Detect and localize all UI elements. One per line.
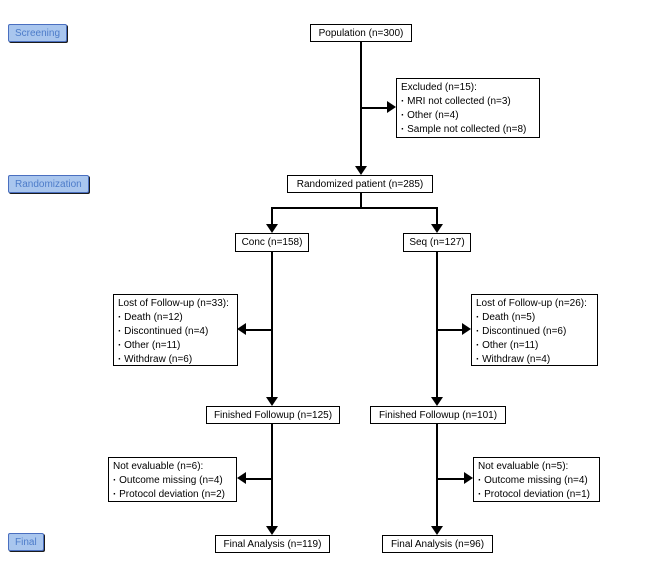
connector-seq-finished <box>436 252 438 397</box>
box-not-evaluable-left: Not evaluable (n=6): Outcome missing (n=… <box>108 457 237 502</box>
arrowhead-right-lost <box>462 323 471 335</box>
box-noteval-left-title: Not evaluable (n=6): <box>113 461 204 472</box>
arrowhead-down-seq <box>431 224 443 233</box>
connector-population-randomized <box>360 42 362 166</box>
connector-split-conc <box>271 207 273 224</box>
box-lost-followup-right: Lost of Follow-up (n=26): Death (n=5) Di… <box>471 294 598 366</box>
arrowhead-down-randomized <box>355 166 367 175</box>
box-excluded-title: Excluded (n=15): <box>401 82 477 93</box>
box-noteval-left-item: Outcome missing (n=4) <box>113 474 232 488</box>
arrowhead-right-excluded <box>387 101 396 113</box>
arrowhead-down-final-left <box>266 526 278 535</box>
box-lost-right-item: Death (n=5) <box>476 311 593 325</box>
connector-population-excluded <box>361 107 388 109</box>
connector-finished-final-right <box>436 424 438 526</box>
arrowhead-down-finished-left <box>266 397 278 406</box>
box-noteval-right-title: Not evaluable (n=5): <box>478 461 569 472</box>
box-lost-followup-left: Lost of Follow-up (n=33): Death (n=12) D… <box>113 294 238 366</box>
box-noteval-right-item: Outcome missing (n=4) <box>478 474 595 488</box>
connector-conc-finished <box>271 252 273 397</box>
arrowhead-left-noteval <box>237 472 246 484</box>
connector-conc-lost <box>246 329 272 331</box>
box-finished-left: Finished Followup (n=125) <box>206 406 340 424</box>
box-lost-right-item: Withdraw (n=4) <box>476 353 593 367</box>
arrowhead-down-conc <box>266 224 278 233</box>
arrowhead-down-finished-right <box>431 397 443 406</box>
connector-split-horizontal <box>271 207 438 209</box>
stage-label-randomization: Randomization <box>8 175 89 193</box>
arrowhead-left-lost <box>237 323 246 335</box>
box-noteval-left-item: Protocol deviation (n=2) <box>113 488 232 502</box>
box-conc: Conc (n=158) <box>235 233 309 252</box>
box-excluded-item: Other (n=4) <box>401 109 535 123</box>
box-seq: Seq (n=127) <box>403 233 471 252</box>
box-excluded-item: MRI not collected (n=3) <box>401 95 535 109</box>
connector-seq-lost <box>437 329 462 331</box>
box-noteval-right-item: Protocol deviation (n=1) <box>478 488 595 502</box>
stage-label-screening: Screening <box>8 24 68 42</box>
connector-finished-noteval-right <box>437 478 464 480</box>
box-lost-left-item: Withdraw (n=6) <box>118 353 233 367</box>
box-excluded-item: Sample not collected (n=8) <box>401 123 535 137</box>
box-final-analysis-left: Final Analysis (n=119) <box>215 535 330 553</box>
arrowhead-right-noteval <box>464 472 473 484</box>
box-lost-left-item: Other (n=11) <box>118 339 233 353</box>
connector-randomized-split <box>360 193 362 208</box>
box-excluded: Excluded (n=15): MRI not collected (n=3)… <box>396 78 540 138</box>
box-lost-left-item: Death (n=12) <box>118 311 233 325</box>
box-lost-right-item: Discontinued (n=6) <box>476 325 593 339</box>
box-lost-left-title: Lost of Follow-up (n=33): <box>118 298 229 309</box>
arrowhead-down-final-right <box>431 526 443 535</box>
connector-finished-final-left <box>271 424 273 526</box>
box-lost-left-item: Discontinued (n=4) <box>118 325 233 339</box>
box-finished-right: Finished Followup (n=101) <box>370 406 506 424</box>
connector-finished-noteval-left <box>246 478 272 480</box>
box-lost-right-item: Other (n=11) <box>476 339 593 353</box>
box-randomized: Randomized patient (n=285) <box>287 175 433 193</box>
box-lost-right-title: Lost of Follow-up (n=26): <box>476 298 587 309</box>
box-not-evaluable-right: Not evaluable (n=5): Outcome missing (n=… <box>473 457 600 502</box>
box-population: Population (n=300) <box>310 24 412 42</box>
connector-split-seq <box>436 207 438 224</box>
stage-label-final: Final <box>8 533 44 551</box>
box-final-analysis-right: Final Analysis (n=96) <box>382 535 493 553</box>
